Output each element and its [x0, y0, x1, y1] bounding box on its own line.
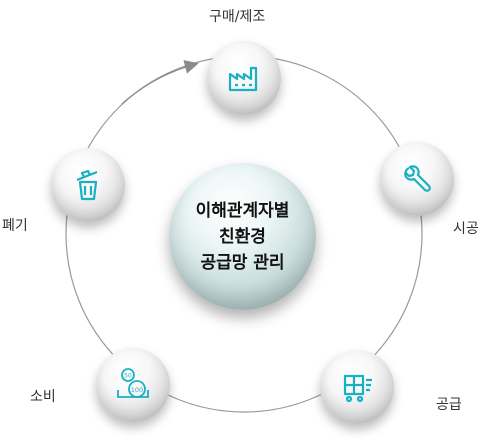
coins-icon: 100 50	[117, 368, 149, 398]
disposal-node[interactable]	[51, 148, 125, 222]
delivery-cart-icon	[343, 374, 372, 403]
trash-can-icon	[76, 169, 98, 201]
factory-icon	[228, 66, 258, 92]
consumption-label: 소비	[30, 389, 56, 405]
center-title-line-1: 이해관계자별	[195, 200, 290, 221]
purchase-manufacturing-label: 구매/제조	[209, 9, 266, 25]
construction-label: 시공	[453, 221, 479, 237]
cycle-arrow	[121, 60, 199, 105]
center-title-line-2: 친환경	[219, 226, 266, 247]
svg-text:100: 100	[131, 386, 143, 394]
supply-node[interactable]	[320, 350, 394, 424]
disposal-label: 폐기	[2, 218, 28, 234]
center-title-line-3: 공급망 관리	[200, 252, 285, 273]
center-hub: 이해관계자별 친환경 공급망 관리	[169, 163, 316, 310]
construction-node[interactable]	[380, 142, 454, 216]
purchase-manufacturing-node[interactable]	[207, 41, 281, 115]
wrench-icon	[404, 165, 431, 192]
supply-label: 공급	[436, 397, 462, 413]
consumption-node[interactable]: 100 50	[96, 348, 170, 422]
svg-text:50: 50	[124, 373, 132, 380]
